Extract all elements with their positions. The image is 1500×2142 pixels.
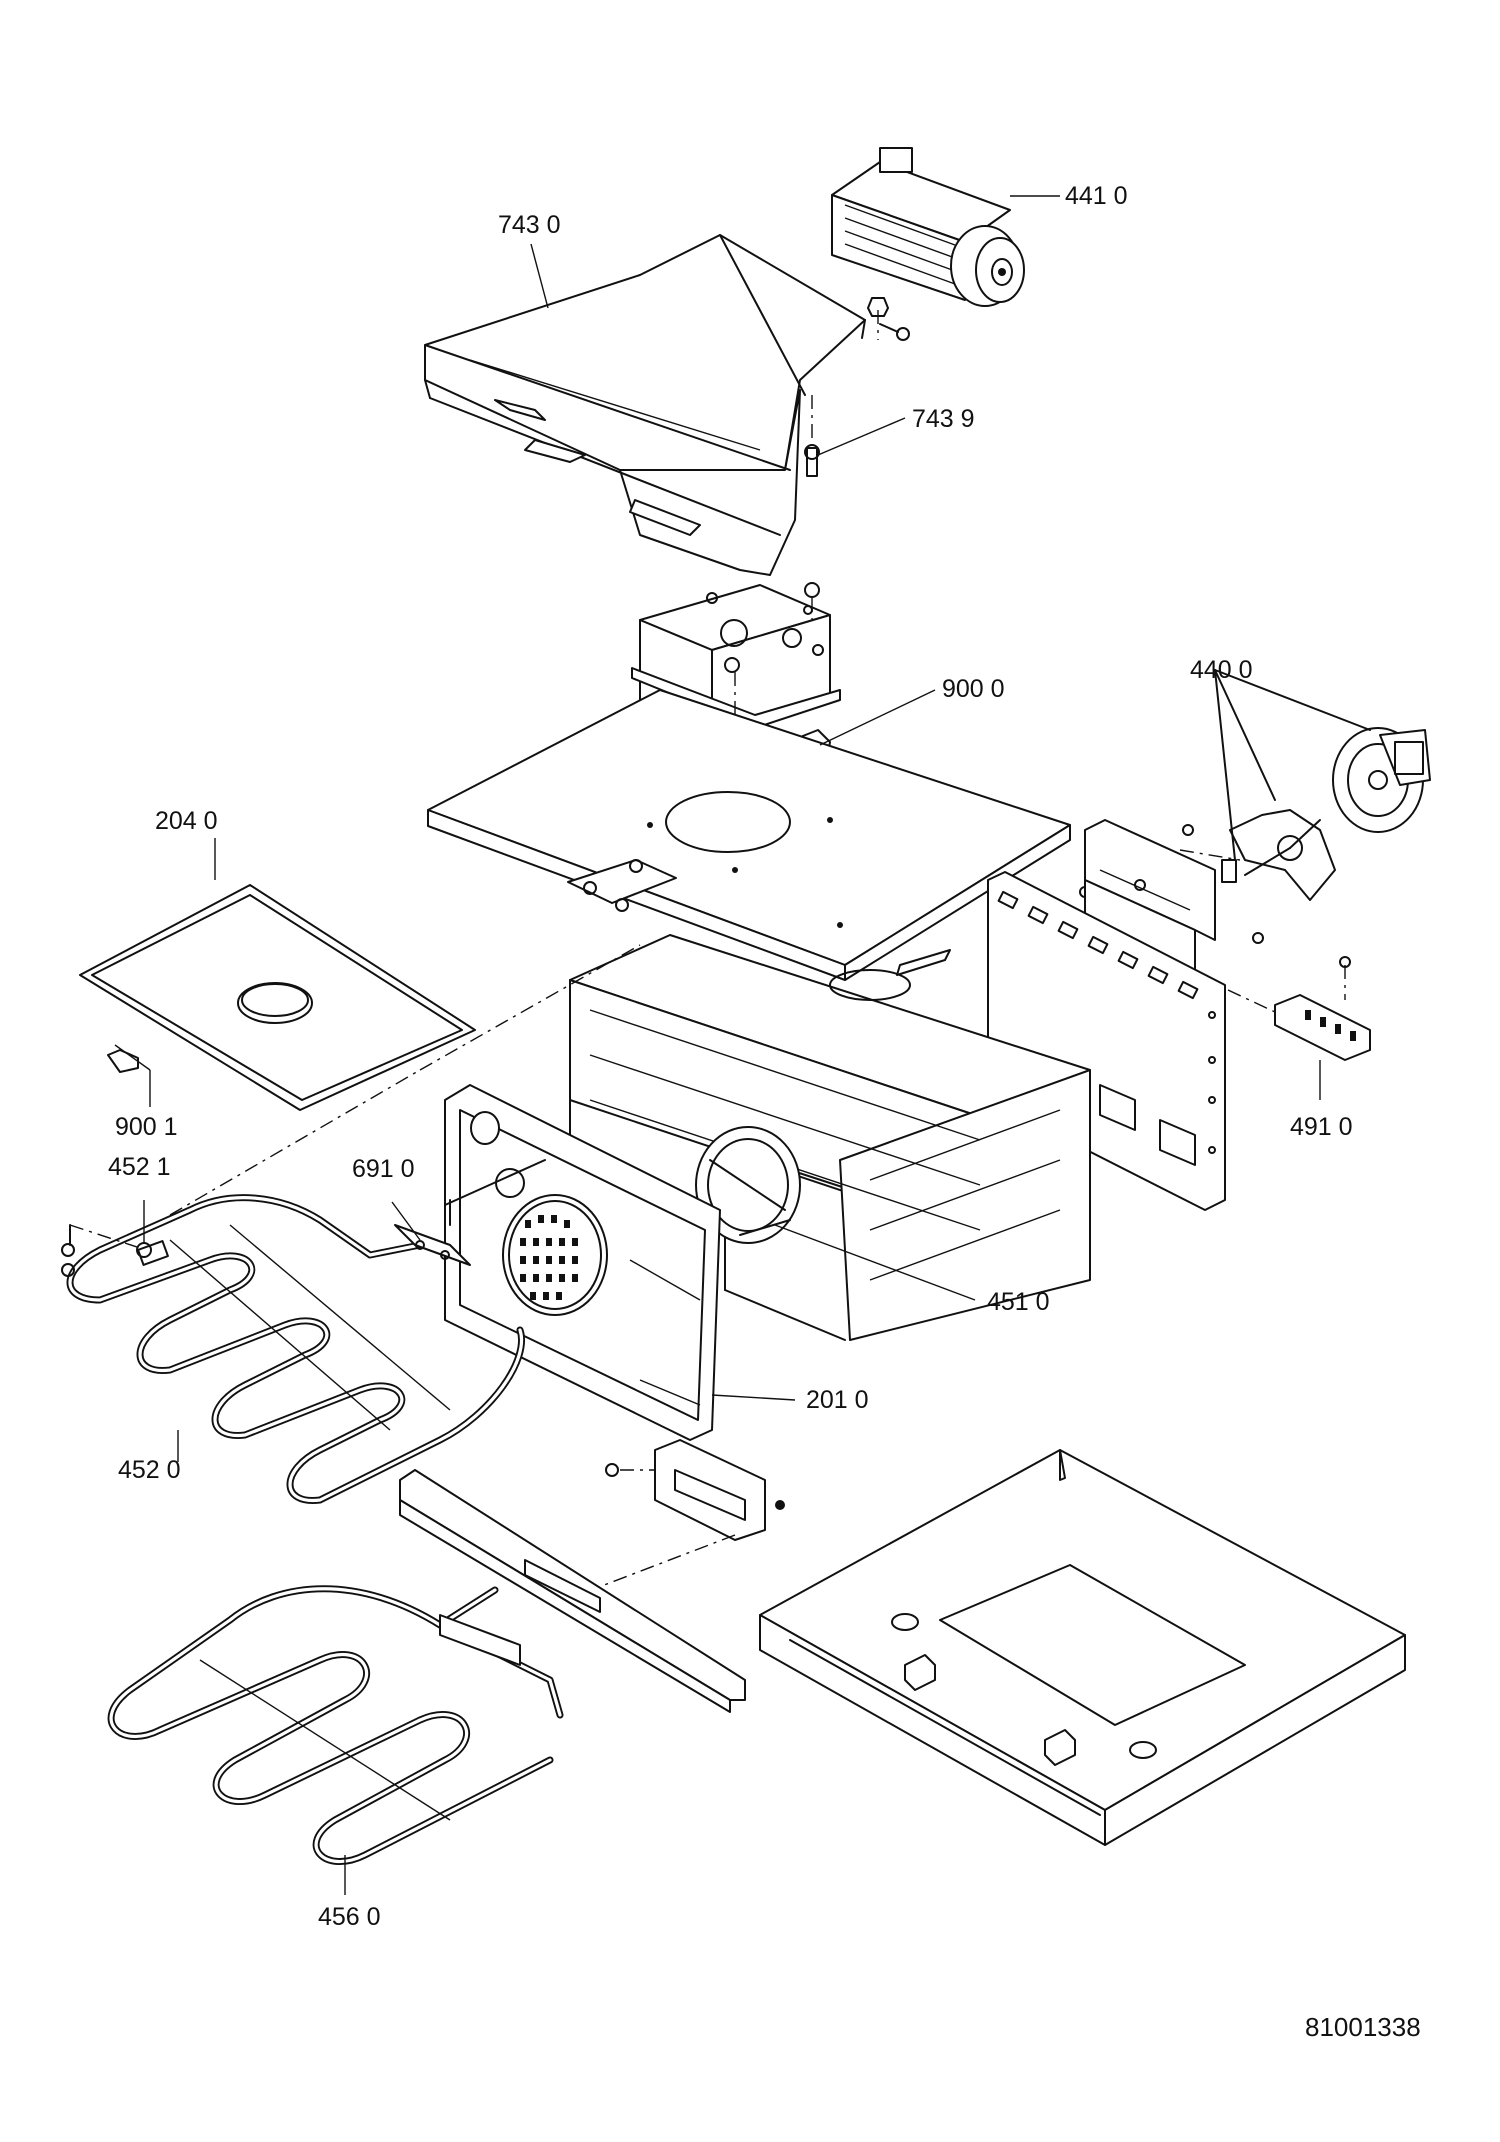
callout-451: 451 0 xyxy=(987,1288,1050,1316)
callout-691: 691 0 xyxy=(352,1155,415,1183)
document-number: 81001338 xyxy=(1305,2012,1421,2042)
fan-grille xyxy=(520,1215,578,1300)
heating-element-456 xyxy=(107,1585,564,1865)
callout-9000: 900 0 xyxy=(942,675,1005,703)
cooling-fan-part xyxy=(831,147,1025,307)
sensor-691 xyxy=(444,1159,546,1226)
lower-rail xyxy=(399,1469,746,1713)
convection-fan-assembly xyxy=(1079,669,1431,944)
callout-7439: 743 9 xyxy=(912,405,975,433)
callout-441: 441 0 xyxy=(1065,182,1128,210)
callout-4521: 452 1 xyxy=(108,1153,171,1181)
control-box xyxy=(631,582,841,770)
callout-9001: 900 1 xyxy=(115,1113,178,1141)
callout-456: 456 0 xyxy=(318,1903,381,1931)
heating-element-452 xyxy=(66,1194,525,1504)
callout-452: 452 0 xyxy=(118,1456,181,1484)
callout-440: 440 0 xyxy=(1190,656,1253,684)
callout-leaders xyxy=(114,195,1321,1895)
back-panel-201 xyxy=(444,1084,721,1441)
top-air-duct-cover xyxy=(424,234,866,576)
bottom-tray xyxy=(759,1449,1406,1846)
callout-201: 201 0 xyxy=(806,1386,869,1414)
callout-491: 491 0 xyxy=(1290,1113,1353,1141)
clip-4521 xyxy=(61,1224,169,1277)
lower-mount-bracket xyxy=(564,1439,785,1601)
callout-204: 204 0 xyxy=(155,807,218,835)
terminal-block-491 xyxy=(1227,956,1371,1061)
fan-ring-451 xyxy=(695,1126,801,1244)
callout-743: 743 0 xyxy=(498,211,561,239)
top-plate xyxy=(427,689,1071,981)
screws-7439 xyxy=(804,297,910,477)
bottom-cover-plate-204 xyxy=(79,884,641,1216)
